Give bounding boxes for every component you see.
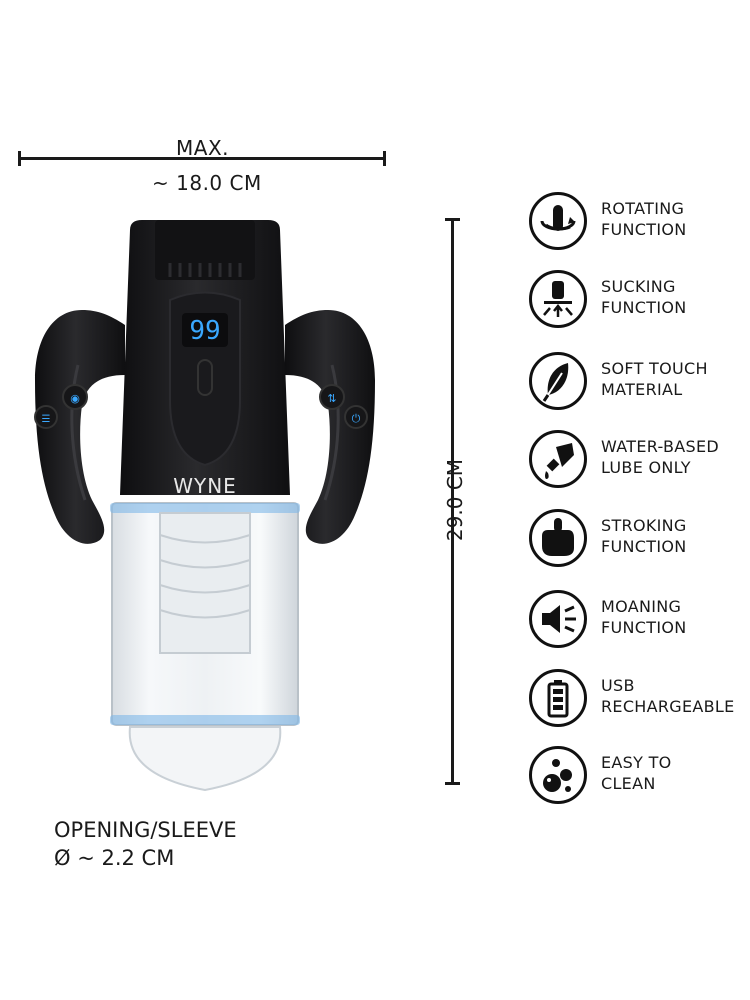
feature-soft-touch-label: SOFT TOUCH MATERIAL bbox=[601, 359, 708, 399]
feature-moaning-label: MOANING FUNCTION bbox=[601, 597, 687, 637]
svg-text:⇅: ⇅ bbox=[327, 392, 336, 405]
feature-stroking-label: STROKING FUNCTION bbox=[601, 516, 687, 556]
rotating-icon bbox=[529, 192, 587, 250]
right-handle: ⇅ ⏻ bbox=[285, 310, 375, 544]
sucking-icon bbox=[529, 270, 587, 328]
opening-sleeve-info: OPENING/SLEEVE Ø ~ 2.2 CM bbox=[54, 816, 237, 872]
svg-text:⏻: ⏻ bbox=[352, 412, 361, 425]
battery-icon bbox=[529, 669, 587, 727]
bubbles-icon bbox=[529, 746, 587, 804]
opening-line-1: OPENING/SLEEVE bbox=[54, 818, 237, 842]
feature-rotating: ROTATING FUNCTION bbox=[529, 192, 744, 256]
product-illustration: ◉ ☰ ⇅ ⏻ 99 WYNE bbox=[34, 220, 375, 792]
feature-lube-label: WATER-BASED LUBE ONLY bbox=[601, 437, 720, 477]
lube-tube-icon bbox=[529, 430, 587, 488]
left-handle: ◉ ☰ bbox=[34, 310, 125, 544]
feature-soft-touch: SOFT TOUCH MATERIAL bbox=[529, 352, 744, 416]
brand-logo: WYNE bbox=[173, 474, 237, 498]
fist-icon bbox=[529, 509, 587, 567]
feature-usb: USB RECHARGEABLE bbox=[529, 669, 744, 733]
feature-sucking-label: SUCKING FUNCTION bbox=[601, 277, 687, 317]
device-display-value: 99 bbox=[189, 316, 220, 346]
feature-usb-label: USB RECHARGEABLE bbox=[601, 676, 735, 716]
feature-easy-clean-label: EASY TO CLEAN bbox=[601, 753, 672, 793]
height-value-label: 29.0 CM bbox=[443, 458, 467, 542]
feature-lube: WATER-BASED LUBE ONLY bbox=[529, 430, 744, 494]
feature-sucking: SUCKING FUNCTION bbox=[529, 270, 744, 334]
sleeve-cap bbox=[128, 726, 282, 792]
feature-rotating-label: ROTATING FUNCTION bbox=[601, 199, 687, 239]
feature-moaning: MOANING FUNCTION bbox=[529, 590, 744, 654]
feather-icon bbox=[529, 352, 587, 410]
feature-easy-clean: EASY TO CLEAN bbox=[529, 746, 744, 810]
svg-text:◉: ◉ bbox=[70, 392, 80, 405]
feature-stroking: STROKING FUNCTION bbox=[529, 509, 744, 573]
speaker-icon bbox=[529, 590, 587, 648]
width-dimension-line bbox=[18, 151, 386, 166]
svg-text:☰: ☰ bbox=[42, 414, 51, 425]
width-prefix-label: MAX. bbox=[176, 136, 229, 160]
height-dimension-line bbox=[445, 218, 460, 785]
opening-line-2: Ø ~ 2.2 CM bbox=[54, 846, 175, 870]
width-value-label: ~ 18.0 CM bbox=[152, 171, 262, 195]
